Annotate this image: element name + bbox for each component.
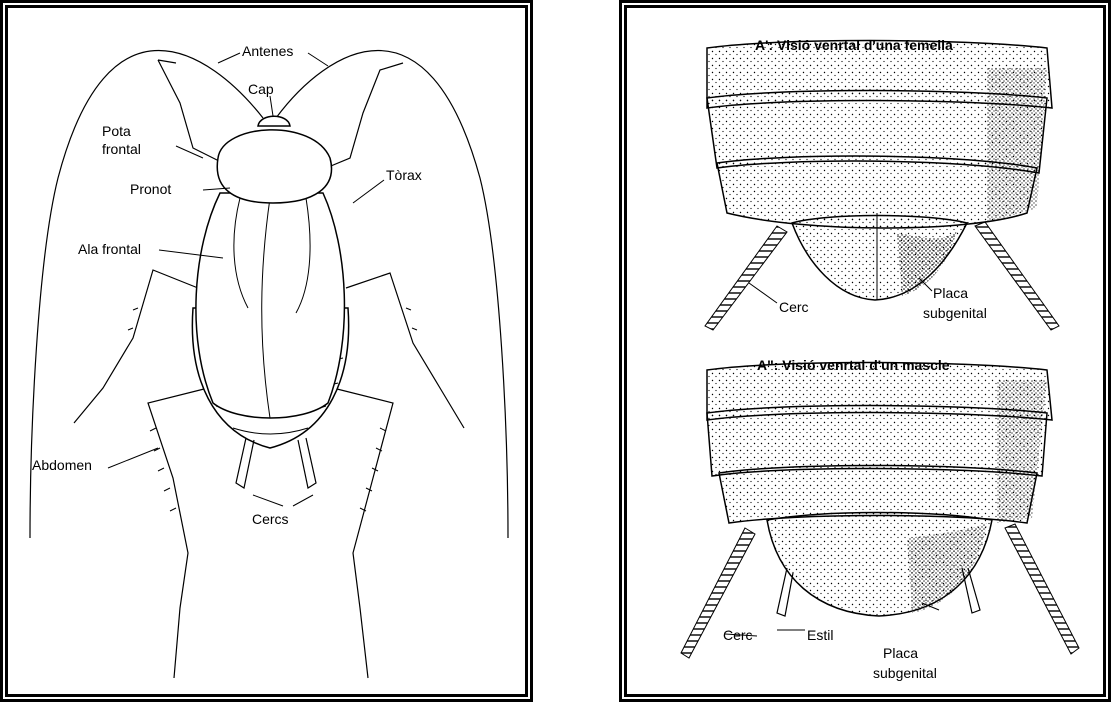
female-plate-label-line2: subgenital: [923, 305, 987, 321]
ventral-views-diagram: A': Visió venrtal d'una femella Cerc Pla…: [627, 8, 1103, 694]
middle-leg-left: [74, 270, 198, 423]
front-leg-left: [158, 60, 223, 163]
front-wings: [196, 193, 345, 418]
male-right-cercus: [1005, 524, 1079, 654]
front-leg-right: [326, 63, 403, 168]
cockroach-dorsal-diagram: Antenes Cap Pota frontal Pronot Tòrax Al…: [8, 8, 525, 694]
hind-leg-left: [148, 388, 208, 678]
label-front-wing: Ala frontal: [78, 241, 141, 257]
male-cercus-label: Cerc: [723, 627, 753, 643]
female-plate-label-line1: Placa: [933, 285, 968, 301]
pronotum: [217, 130, 331, 203]
middle-leg-right: [346, 273, 464, 428]
right-cercus: [298, 438, 316, 488]
label-front-leg-line1: Pota: [102, 123, 131, 139]
female-right-cercus: [975, 222, 1059, 330]
male-plate-shading: [907, 523, 987, 613]
male-plate-label-line2: subgenital: [873, 665, 937, 681]
female-cercus-label: Cerc: [779, 299, 809, 315]
label-thorax: Tòrax: [386, 167, 422, 183]
female-side-shading: [987, 68, 1047, 223]
label-front-leg-line2: frontal: [102, 141, 141, 157]
left-cercus: [236, 438, 254, 488]
label-pronotum: Pronot: [130, 181, 171, 197]
label-abdomen: Abdomen: [32, 457, 92, 473]
hind-leg-right: [333, 388, 393, 678]
male-plate-label-line1: Placa: [883, 645, 918, 661]
label-cerci: Cercs: [252, 511, 289, 527]
male-style-label: Estil: [807, 627, 833, 643]
cockroach-dorsal-panel: Antenes Cap Pota frontal Pronot Tòrax Al…: [5, 5, 528, 697]
female-left-cercus: [705, 226, 787, 330]
ventral-views-panel: A': Visió venrtal d'una femella Cerc Pla…: [624, 5, 1106, 697]
label-antennae: Antenes: [242, 43, 293, 59]
label-head: Cap: [248, 81, 274, 97]
